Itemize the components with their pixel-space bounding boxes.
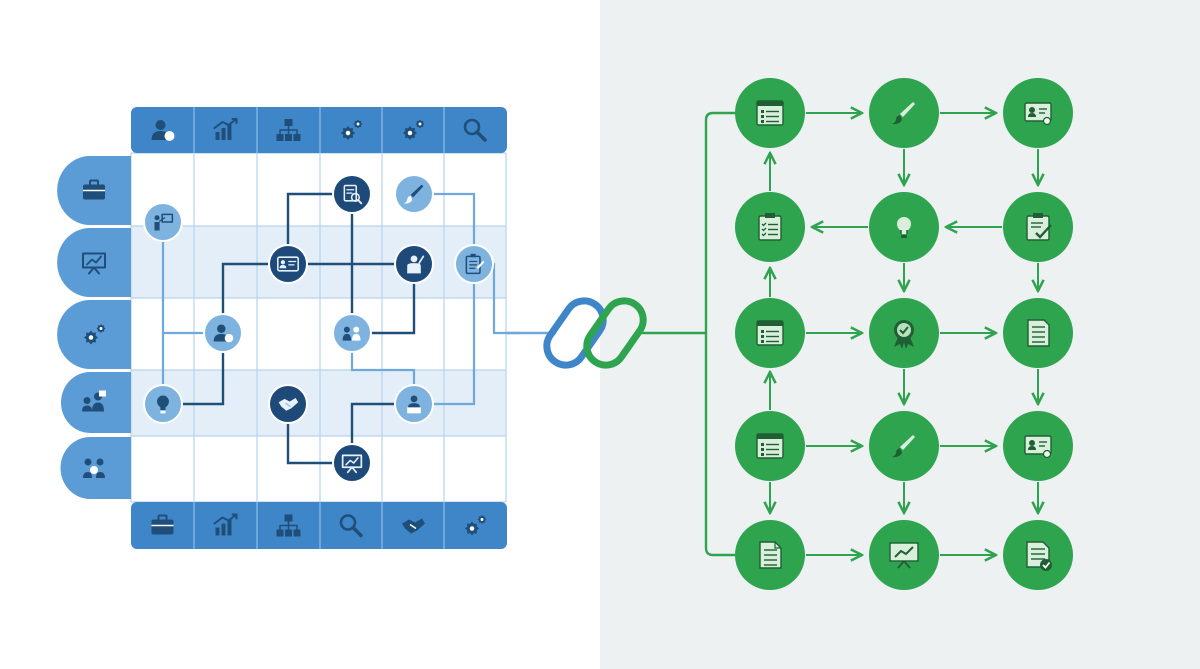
flow-node[interactable] (869, 520, 939, 590)
flow-node[interactable] (1003, 298, 1073, 368)
team-icon (342, 326, 361, 341)
user-check-icon (213, 324, 234, 343)
flow-node[interactable] (869, 411, 939, 481)
matrix-node[interactable] (394, 244, 434, 284)
side-tab[interactable] (60, 437, 131, 499)
growth-chart-icon (213, 513, 238, 536)
matrix-band (131, 226, 506, 298)
left-matrix (57, 107, 520, 549)
org-chart-icon (276, 119, 301, 141)
gears-icon (84, 324, 106, 345)
connector-line (350, 194, 416, 335)
flow-bracket (704, 111, 735, 557)
id-card-icon (277, 256, 299, 272)
org-chart-icon (276, 514, 301, 537)
award-badge-icon (894, 320, 914, 349)
matrix-header-bar (131, 107, 507, 153)
form-window-icon (756, 433, 784, 459)
brush-icon (892, 435, 915, 458)
flow-node[interactable] (1003, 411, 1073, 481)
flow-node[interactable] (1003, 192, 1073, 262)
matrix-node[interactable] (332, 313, 372, 353)
flow-node[interactable] (735, 192, 805, 262)
briefcase-icon (151, 514, 174, 535)
chain-link (506, 297, 706, 369)
gears-icon (465, 515, 487, 536)
flow-node[interactable] (869, 192, 939, 262)
clipboard-check-icon (1026, 213, 1052, 241)
brush-icon (892, 102, 915, 125)
document-icon (759, 541, 782, 569)
flow-node[interactable] (735, 78, 805, 148)
side-tab[interactable] (57, 300, 131, 369)
matrix-node[interactable] (203, 313, 243, 353)
certificate-icon (1024, 102, 1052, 126)
matrix-node[interactable] (143, 384, 183, 424)
right-flowchart (704, 78, 1073, 590)
presentation-icon (341, 454, 363, 474)
gears-icon (341, 119, 363, 140)
brush-icon (403, 184, 424, 204)
handshake-icon (278, 398, 299, 411)
blue-chain-link-icon (543, 297, 607, 369)
handshake-icon (402, 518, 425, 534)
flow-node[interactable] (1003, 520, 1073, 590)
matrix-node[interactable] (394, 174, 434, 214)
presentation-icon (889, 542, 919, 569)
briefcase-icon (83, 179, 105, 200)
flow-node[interactable] (869, 298, 939, 368)
gears-icon (403, 119, 425, 140)
magnifier-icon (463, 118, 487, 142)
network-people-icon (83, 458, 105, 478)
flow-node[interactable] (735, 520, 805, 590)
document-list-icon (1027, 319, 1050, 347)
matrix-node[interactable] (268, 244, 308, 284)
person-box-icon (407, 395, 421, 414)
lightbulb-icon (157, 395, 169, 414)
matrix-node[interactable] (454, 244, 494, 284)
user-check-icon (151, 120, 175, 141)
growth-chart-icon (213, 118, 238, 140)
clipboard-list-icon (758, 213, 782, 241)
side-tab[interactable] (57, 156, 131, 225)
form-window-icon (756, 100, 784, 126)
presentation-icon (82, 252, 106, 275)
connector-line (221, 262, 414, 333)
matrix-node[interactable] (332, 443, 372, 483)
connector-line (286, 192, 352, 264)
side-tab[interactable] (57, 228, 131, 297)
clipboard-icon (465, 253, 485, 275)
flow-node[interactable] (735, 298, 805, 368)
flow-node[interactable] (735, 411, 805, 481)
lightbulb-icon (897, 217, 911, 238)
document-search-icon (343, 184, 363, 205)
worker-icon (407, 255, 425, 274)
certificate-icon (1024, 435, 1052, 459)
matrix-node[interactable] (268, 384, 308, 424)
flow-node[interactable] (1003, 78, 1073, 148)
document-check-icon (1026, 541, 1052, 571)
side-tab[interactable] (60, 372, 131, 433)
magnifier-icon (339, 514, 363, 538)
team-meeting-icon (82, 390, 106, 412)
form-window-icon (756, 320, 784, 346)
matrix-node[interactable] (394, 384, 434, 424)
matrix-node[interactable] (332, 174, 372, 214)
matrix-node[interactable] (143, 202, 183, 242)
green-chain-link-icon (583, 297, 647, 369)
presenter-icon (154, 213, 174, 231)
flow-node[interactable] (869, 78, 939, 148)
matrix-footer-bar (131, 502, 507, 549)
